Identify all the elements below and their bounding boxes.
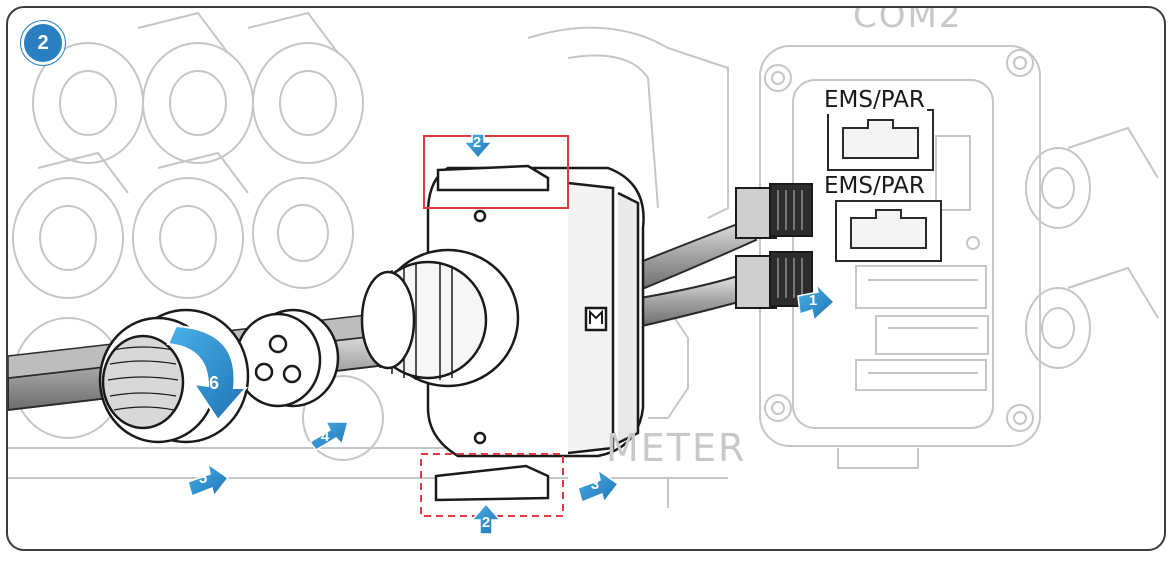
background-connectors bbox=[8, 11, 1159, 508]
callout-2-bottom: 2 bbox=[481, 514, 491, 531]
cable-gland bbox=[360, 248, 520, 388]
installation-drawing bbox=[8, 11, 1159, 535]
latch-highlight-top bbox=[423, 135, 569, 209]
arrow-step-2-bottom bbox=[470, 502, 502, 535]
step-number-badge: 2 bbox=[21, 21, 65, 65]
rj45-port-bottom bbox=[835, 200, 942, 262]
arrow-step-5 bbox=[187, 462, 230, 498]
ems-par-label-top: EMS/PAR bbox=[822, 86, 927, 114]
figure-frame: COM2 METER EMS/PAR EMS/PAR 1 2 2 3 4 5 6… bbox=[6, 6, 1166, 551]
connector-housing bbox=[426, 164, 645, 502]
latch-highlight-bottom bbox=[420, 453, 564, 517]
callout-4: 4 bbox=[320, 428, 330, 445]
com-port-label: COM2 bbox=[853, 6, 963, 36]
callout-6: 6 bbox=[208, 373, 219, 393]
meter-port-label: METER bbox=[606, 426, 747, 470]
rj45-plug-upper bbox=[735, 183, 813, 239]
seal-insert bbox=[234, 308, 340, 408]
arrow-step-3 bbox=[577, 468, 620, 504]
rj45-port-top bbox=[827, 109, 934, 171]
callout-2-top: 2 bbox=[472, 134, 482, 151]
arrow-step-6 bbox=[166, 324, 249, 422]
ems-par-label-bottom: EMS/PAR bbox=[822, 172, 927, 200]
callout-5: 5 bbox=[198, 470, 208, 487]
arrow-step-2-top bbox=[462, 133, 494, 160]
arrow-step-1 bbox=[797, 281, 836, 322]
arrow-step-4 bbox=[308, 421, 349, 451]
callout-1: 1 bbox=[808, 292, 818, 309]
callout-3: 3 bbox=[590, 476, 600, 493]
